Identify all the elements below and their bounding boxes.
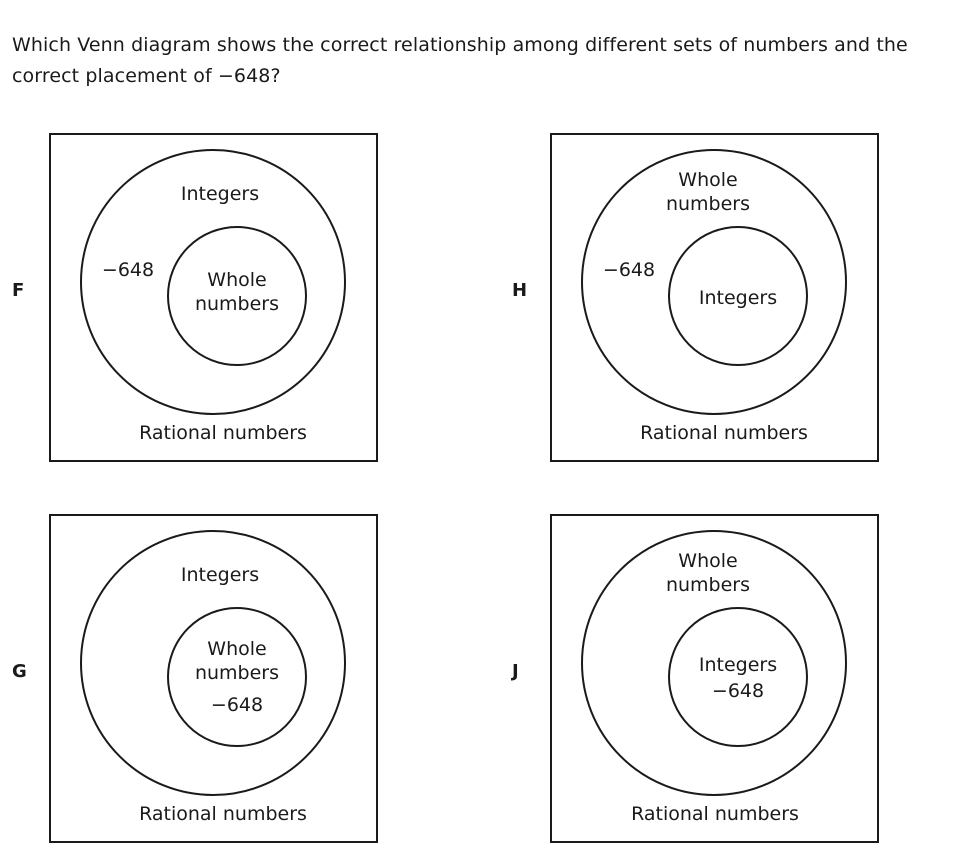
inner-set-circle (167, 607, 307, 747)
inner-set-label-line-2: numbers (195, 662, 279, 684)
inner-set-label-line-1: Whole (207, 638, 266, 660)
rational-numbers-box (49, 514, 378, 843)
outer-set-label: Rational numbers (139, 803, 307, 825)
middle-set-label-line-1: Whole (678, 550, 737, 572)
inner-set-label-line-2: numbers (195, 293, 279, 315)
middle-set-label-line-1: Whole (678, 169, 737, 191)
rational-numbers-box (550, 133, 879, 462)
choice-letter-g[interactable]: G (12, 661, 27, 682)
choice-letter-j[interactable]: J (512, 661, 519, 682)
venn-diagram-h[interactable]: Whole numbers Integers −648 Rational num… (550, 133, 879, 462)
outer-set-label: Rational numbers (631, 803, 799, 825)
middle-set-label: Integers (181, 183, 259, 205)
question-line-1: Which Venn diagram shows the correct rel… (12, 34, 908, 56)
outer-set-label: Rational numbers (640, 422, 808, 444)
middle-set-label-line-2: numbers (666, 193, 750, 215)
inner-set-label: Integers (699, 654, 777, 676)
middle-set-circle (80, 149, 346, 415)
middle-set-circle (581, 149, 847, 415)
inner-set-circle (668, 226, 808, 366)
inner-set-value: −648 (712, 680, 764, 702)
inner-set-circle (668, 607, 808, 747)
choice-letter-f[interactable]: F (12, 280, 25, 301)
middle-set-value: −648 (603, 259, 655, 281)
middle-set-value: −648 (102, 259, 154, 281)
venn-diagram-j[interactable]: Whole numbers Integers −648 Rational num… (550, 514, 879, 843)
question-text: Which Venn diagram shows the correct rel… (12, 30, 962, 92)
choice-letter-h[interactable]: H (512, 280, 528, 301)
inner-set-label-line-1: Whole (207, 269, 266, 291)
middle-set-label-line-2: numbers (666, 574, 750, 596)
venn-diagram-g[interactable]: Integers Whole numbers −648 Rational num… (49, 514, 378, 843)
inner-set-label: Integers (699, 287, 777, 309)
inner-set-circle (167, 226, 307, 366)
middle-set-circle (80, 530, 346, 796)
inner-set-value: −648 (211, 694, 263, 716)
middle-set-label: Integers (181, 564, 259, 586)
question-line-2: correct placement of −648? (12, 65, 281, 87)
outer-set-label: Rational numbers (139, 422, 307, 444)
middle-set-circle (581, 530, 847, 796)
rational-numbers-box (550, 514, 879, 843)
rational-numbers-box (49, 133, 378, 462)
venn-diagram-f[interactable]: Integers Whole numbers −648 Rational num… (49, 133, 378, 462)
